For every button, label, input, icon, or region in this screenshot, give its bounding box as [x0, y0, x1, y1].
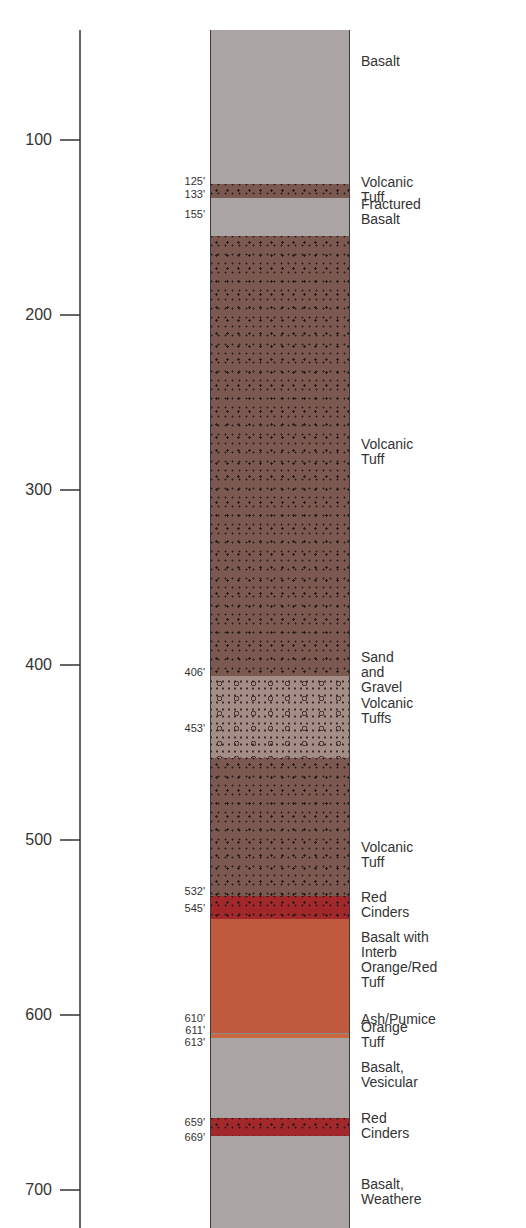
strata-band: Red Cinders — [210, 1118, 350, 1136]
axis-number: 700 — [25, 1181, 52, 1199]
lithology-label: Sand and Gravel Volcanic Tuffs — [361, 650, 413, 726]
depth-mark: 532' — [185, 885, 205, 897]
lithology-label: Fractured Basalt — [361, 197, 421, 227]
axis-number: 400 — [25, 656, 52, 674]
lithology-label: Basalt — [361, 54, 400, 69]
axis-number: 100 — [25, 131, 52, 149]
axis-tick — [60, 314, 80, 316]
strata-band: Volcanic Tuff — [210, 758, 350, 896]
depth-mark: 545' — [185, 902, 205, 914]
strata-band: Sand and Gravel Volcanic Tuffs — [210, 676, 350, 758]
strata-band: Basalt with Interb Orange/Red Tuff — [210, 919, 350, 1033]
axis-tick — [60, 839, 80, 841]
axis-tick — [60, 139, 80, 141]
axis-tick — [60, 664, 80, 666]
depth-mark: 669' — [185, 1131, 205, 1143]
strata-band: Volcanic Tuff — [210, 236, 350, 675]
axis-number: 500 — [25, 831, 52, 849]
strata-band: Fractured Basalt — [210, 198, 350, 237]
lithology-label: Volcanic Tuff — [361, 840, 413, 870]
strata-band: Red Cinders — [210, 896, 350, 919]
depth-mark: 613' — [185, 1036, 205, 1048]
depth-mark: 155' — [185, 208, 205, 220]
axis-number: 600 — [25, 1006, 52, 1024]
axis-tick — [60, 489, 80, 491]
lithology-label: Basalt, Weathere — [361, 1177, 421, 1207]
strata-band: Basalt, Vesicular — [210, 1038, 350, 1119]
lithology-label: Basalt, Vesicular — [361, 1060, 418, 1090]
strata-band: Basalt, Weathere — [210, 1136, 350, 1228]
axis-line — [79, 30, 81, 1228]
axis-tick — [60, 1189, 80, 1191]
depth-mark: 133' — [185, 188, 205, 200]
lithology-label: Red Cinders — [361, 1111, 409, 1141]
depth-mark: 659' — [185, 1116, 205, 1128]
axis-tick — [60, 1014, 80, 1016]
lithology-label: Red Cinders — [361, 890, 409, 920]
strata-band: Basalt — [210, 30, 350, 184]
strata-band: Volcanic Tuff — [210, 184, 350, 198]
depth-mark: 611' — [185, 1024, 205, 1036]
lithology-label: Basalt with Interb Orange/Red Tuff — [361, 930, 437, 990]
axis-number: 200 — [25, 306, 52, 324]
depth-mark: 610' — [185, 1012, 205, 1024]
depth-mark: 125' — [185, 175, 205, 187]
depth-mark: 453' — [185, 722, 205, 734]
lithology-label: Volcanic Tuff — [361, 437, 413, 467]
depth-mark: 406' — [185, 666, 205, 678]
axis-number: 300 — [25, 481, 52, 499]
lithology-label: Orange Tuff — [361, 1020, 408, 1050]
